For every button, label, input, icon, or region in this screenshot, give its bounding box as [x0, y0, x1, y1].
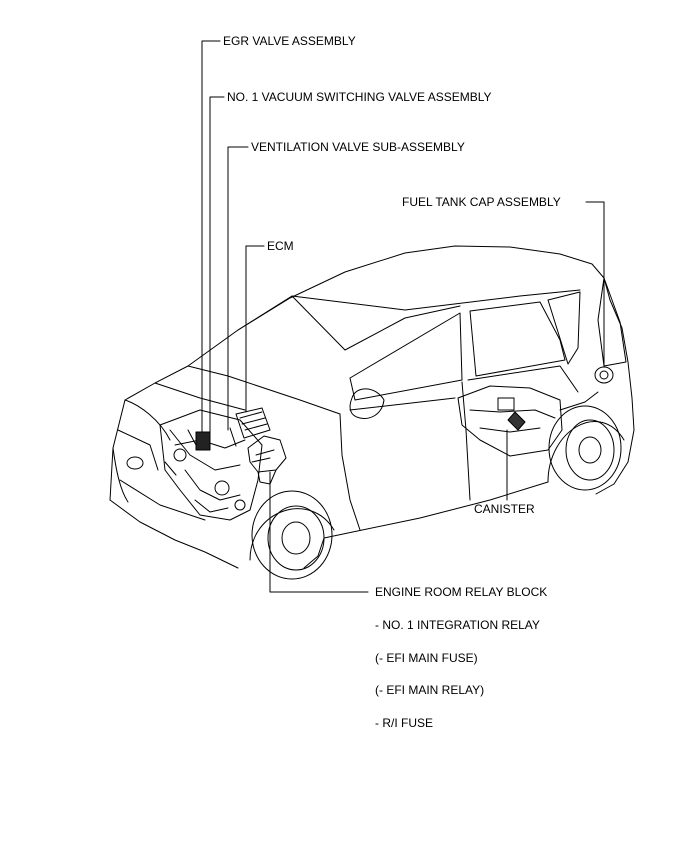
- fuel-tank-and-canister: [457, 385, 599, 457]
- relay-item-efi-main-relay: (- EFI MAIN RELAY): [375, 683, 485, 697]
- label-canister: CANISTER: [474, 502, 535, 516]
- door-lines: [339, 365, 579, 531]
- leader-line-egr-valve: [201, 40, 221, 433]
- relay-item-efi-main-fuse: (- EFI MAIN FUSE): [375, 651, 478, 665]
- relay-block-component: [247, 435, 287, 485]
- ecm-component: [235, 407, 271, 439]
- rear-wheel: [547, 405, 625, 491]
- leader-line-engine-room-relay-block: [269, 471, 369, 593]
- label-ecm: ECM: [267, 239, 294, 253]
- side-mirror: [349, 388, 385, 419]
- leader-line-ventilation-valve: [227, 146, 249, 431]
- label-egr-valve-assembly: EGR VALVE ASSEMBLY: [223, 34, 356, 48]
- label-no1-vacuum-switching-valve-assembly: NO. 1 VACUUM SWITCHING VALVE ASSEMBLY: [227, 90, 492, 104]
- leader-line-ecm: [245, 245, 265, 413]
- leader-line-vacuum-switching-valve: [209, 96, 225, 437]
- side-windows: [349, 277, 627, 401]
- hood-and-windshield: [154, 289, 581, 415]
- front-wheel: [249, 490, 335, 580]
- fuel-tank-cap-component: [594, 366, 614, 384]
- relay-item-ri-fuse: - R/I FUSE: [375, 716, 434, 730]
- engine-assembly: [159, 409, 263, 521]
- label-fuel-tank-cap-assembly: FUEL TANK CAP ASSEMBLY: [402, 195, 561, 209]
- car-body-outline: [109, 245, 635, 569]
- label-engine-room-relay-block: ENGINE ROOM RELAY BLOCK: [375, 585, 548, 599]
- front-bumper-and-lights: [112, 399, 206, 521]
- label-ventilation-valve-sub-assembly: VENTILATION VALVE SUB-ASSEMBLY: [251, 140, 465, 154]
- relay-item-no1-integration-relay: - NO. 1 INTEGRATION RELAY: [375, 618, 540, 632]
- leader-line-fuel-tank-cap: [585, 201, 605, 367]
